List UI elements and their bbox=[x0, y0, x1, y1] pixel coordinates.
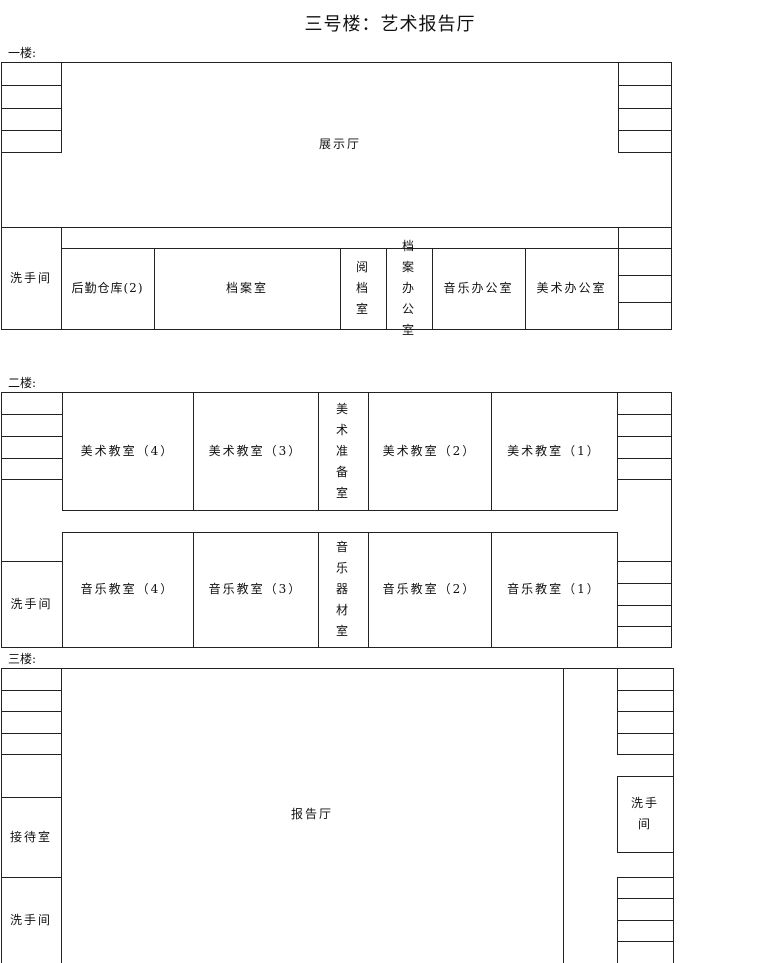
floor2-label: 二楼: bbox=[8, 376, 37, 390]
music-classroom-3: 音乐教室（3） bbox=[208, 582, 303, 596]
art-classroom-3: 美术教室（3） bbox=[208, 443, 303, 458]
room-reading: 阅档室 bbox=[355, 260, 370, 316]
floor1-outline bbox=[1, 62, 672, 330]
restroom-f3-right: 洗手间 bbox=[631, 796, 660, 831]
art-classroom-1: 美术教室（1） bbox=[507, 443, 601, 458]
room-art-office: 美术办公室 bbox=[536, 281, 607, 295]
music-classroom-2: 音乐教室（2） bbox=[382, 582, 477, 596]
art-classroom-4: 美术教室（4） bbox=[80, 443, 175, 458]
reception-room: 接待室 bbox=[9, 829, 52, 844]
page-title: 三号楼：艺术报告厅 bbox=[304, 14, 476, 35]
exhibition-hall: 展示厅 bbox=[318, 137, 361, 151]
floor1-label: 一楼: bbox=[8, 46, 37, 60]
music-equipment-room: 音乐器材室 bbox=[335, 540, 350, 638]
art-prep-room: 美术准备室 bbox=[335, 401, 350, 500]
music-classroom-1: 音乐教室（1） bbox=[507, 582, 601, 596]
art-classroom-2: 美术教室（2） bbox=[382, 443, 477, 458]
floor3-outline bbox=[1, 668, 674, 963]
restroom-f3-left: 洗手间 bbox=[9, 912, 52, 927]
floor3-label: 三楼: bbox=[8, 652, 37, 666]
room-archive: 档案室 bbox=[225, 281, 268, 295]
floor2-outline bbox=[1, 392, 672, 648]
music-classroom-4: 音乐教室（4） bbox=[80, 582, 175, 596]
room-music-office: 音乐办公室 bbox=[443, 281, 514, 295]
room-logistics-storage: 后勤仓库(2) bbox=[71, 281, 144, 295]
restroom-f2: 洗手间 bbox=[10, 596, 53, 611]
restroom-f1: 洗手间 bbox=[9, 270, 52, 285]
room-archive-office: 档案办公室 bbox=[401, 239, 416, 337]
auditorium: 报告厅 bbox=[290, 807, 333, 821]
